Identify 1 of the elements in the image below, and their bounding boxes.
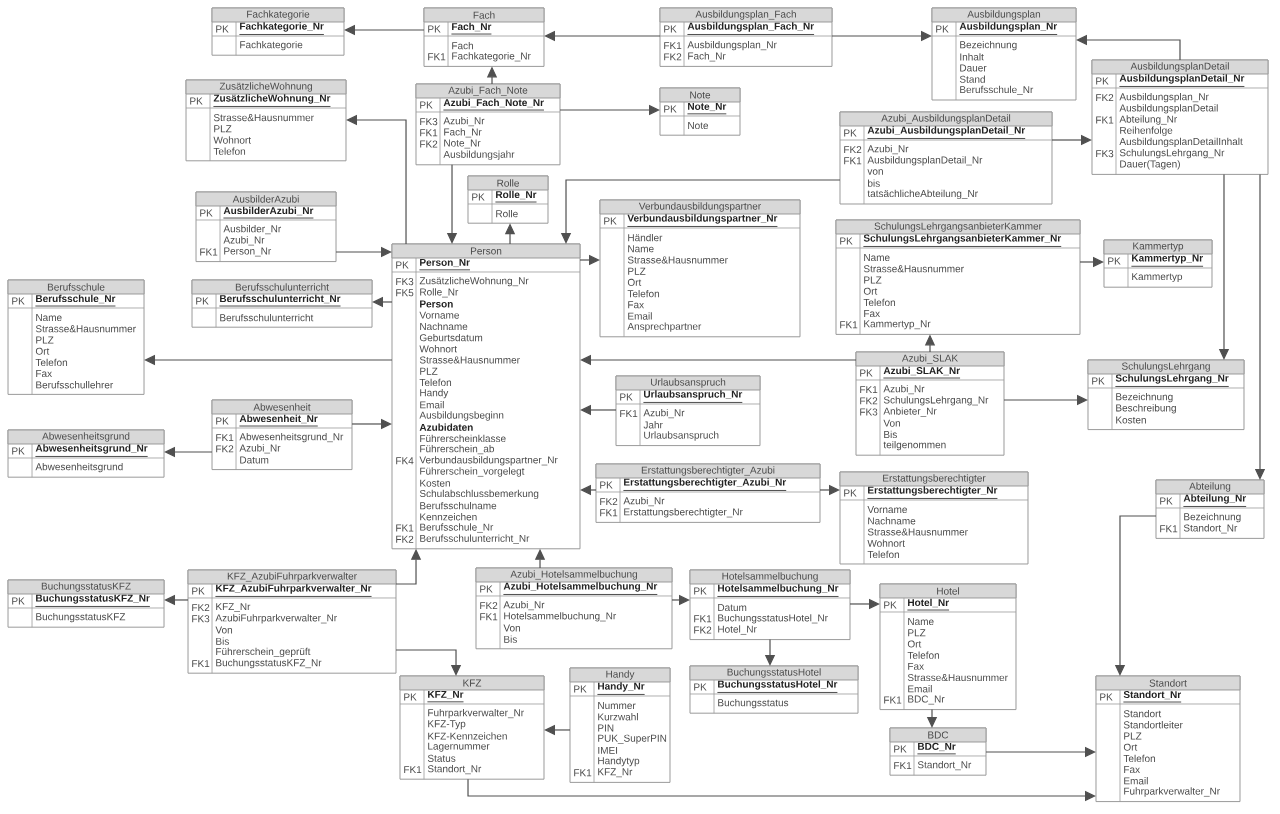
relationship-arrow bbox=[395, 649, 462, 676]
